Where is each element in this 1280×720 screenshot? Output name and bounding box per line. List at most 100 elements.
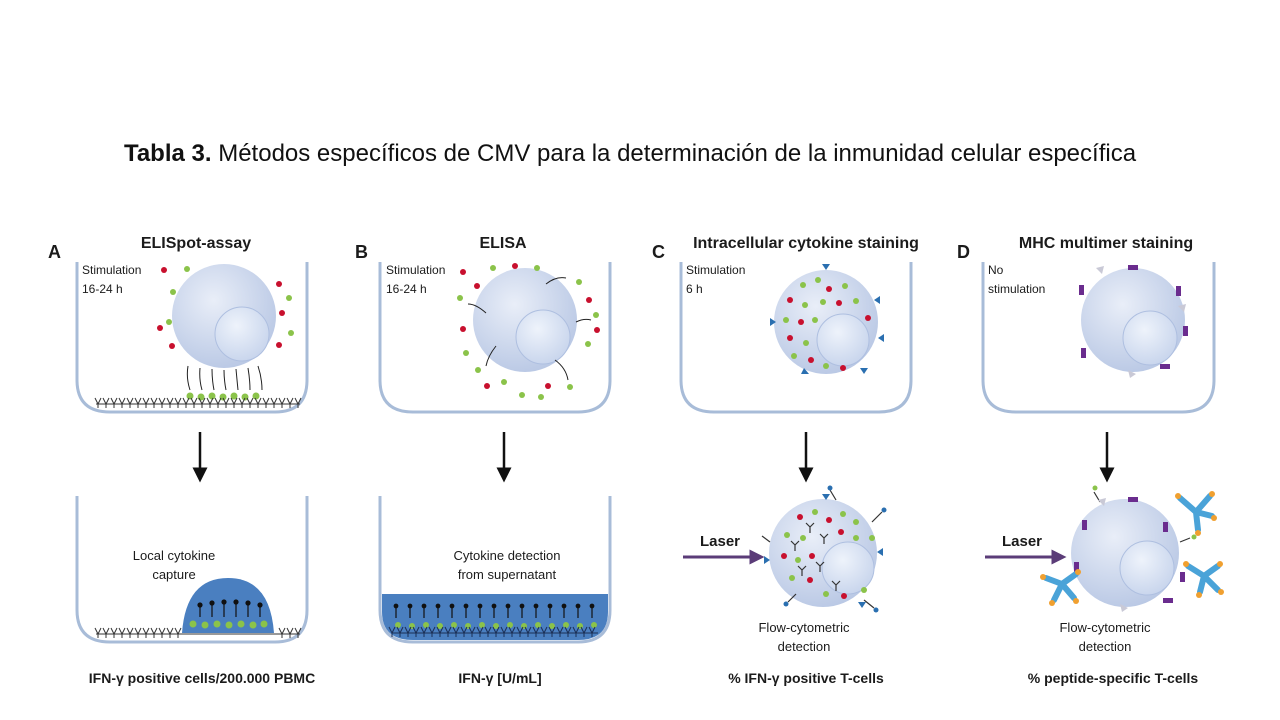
panel-a-bottom-line2: capture: [152, 567, 195, 582]
capture-antibody-b-bottom: [564, 626, 572, 637]
capture-antibody-a-top: [182, 397, 190, 408]
capture-antibody-b-bottom: [556, 626, 564, 637]
panel-c-surface-antibodies: [761, 485, 887, 613]
capture-antibody-a-bottom: [126, 627, 134, 638]
panel-b-heading: ELISA: [479, 235, 527, 252]
panel-b-nucleus: [515, 309, 571, 365]
capture-antibody-a-top: [270, 397, 278, 408]
panel-a-bottom-line1: Local cytokine: [133, 548, 215, 563]
capture-antibody-b-bottom: [540, 626, 548, 637]
panel-b-top-well: [378, 262, 612, 414]
capture-antibody-a-bottom: [286, 627, 294, 638]
panel-a: A ELISpot-assay Stimulation 16-24 h: [48, 235, 315, 686]
panel-c-stained-markers: [764, 494, 883, 608]
capture-antibody-a-top: [174, 397, 182, 408]
panel-a-cytokine-dots: [157, 266, 294, 349]
capture-antibody-b-bottom: [508, 626, 516, 637]
panel-d-stained-grey-markers: [1098, 498, 1128, 612]
panel-a-dome-dots: [189, 620, 268, 629]
capture-antibody-a-top: [118, 397, 126, 408]
panel-d-letter: D: [957, 242, 970, 262]
panel-b-bottom-line1: Cytokine detection: [454, 548, 561, 563]
panel-c-stim-line2: 6 h: [686, 282, 703, 296]
panel-a-result: IFN-γ positive cells/200.000 PBMC: [89, 670, 315, 686]
capture-antibody-a-top: [198, 397, 206, 408]
panel-d-bottom-line2: detection: [1079, 639, 1132, 654]
panel-a-stim-line1: Stimulation: [82, 263, 141, 277]
panel-d-bottom-line1: Flow-cytometric: [1059, 620, 1151, 635]
capture-antibody-b-bottom: [580, 626, 588, 637]
panel-b-stim-line2: 16-24 h: [386, 282, 427, 296]
capture-antibody-a-bottom: [174, 627, 182, 638]
capture-antibody-b-bottom: [492, 626, 500, 637]
panel-c-laser: Laser: [700, 533, 740, 550]
panel-c-heading: Intracellular cytokine staining: [693, 235, 919, 252]
capture-antibody-b-bottom: [572, 626, 580, 637]
panel-a-top-well: [75, 262, 309, 414]
panel-c-stim-line1: Stimulation: [686, 263, 745, 277]
capture-antibody-b-bottom: [444, 626, 452, 637]
multimer-left: [1043, 571, 1079, 603]
capture-antibody-a-bottom: [118, 627, 126, 638]
capture-antibody-a-top: [158, 397, 166, 408]
capture-antibody-a-bottom: [142, 627, 150, 638]
panel-d-grey-markers: [1096, 266, 1186, 378]
panel-b-letter: B: [355, 242, 368, 262]
panel-a-cytokine-dome: [182, 578, 274, 633]
capture-antibody-a-top: [126, 397, 134, 408]
capture-antibody-a-top: [206, 397, 214, 408]
panel-c-top-well: [679, 262, 913, 414]
panel-c-intracellular-antibodies: [790, 522, 841, 591]
capture-antibody-a-top: [286, 397, 294, 408]
capture-antibody-b-bottom: [548, 626, 556, 637]
panel-a-secretion-arrows: [186, 365, 263, 391]
panel-d-nucleus: [1122, 310, 1178, 366]
panel-d-stained-tcr-markers: [1074, 497, 1185, 603]
panel-a-dome-antibodies: [197, 599, 263, 617]
panel-c: C Intracellular cytokine staining Stimul…: [652, 235, 919, 686]
capture-antibody-b-bottom: [412, 626, 420, 637]
capture-antibody-b-bottom: [532, 626, 540, 637]
capture-antibody-a-top: [238, 397, 246, 408]
capture-antibody-a-bottom: [110, 627, 118, 638]
capture-antibody-b-bottom: [452, 626, 460, 637]
panel-d: D MHC multimer staining No stimulation L…: [957, 235, 1224, 686]
capture-antibody-a-top: [166, 397, 174, 408]
panel-a-captured-dots: [186, 392, 260, 401]
capture-antibody-a-top: [150, 397, 158, 408]
capture-antibody-a-top: [222, 397, 230, 408]
panel-c-stained-dots: [781, 509, 875, 599]
panel-c-nucleus: [816, 313, 870, 367]
capture-antibody-a-top: [254, 397, 262, 408]
capture-antibody-b-bottom: [516, 626, 524, 637]
panel-c-intracellular-dots: [783, 277, 871, 371]
panel-d-mhc-multimers: [1040, 491, 1224, 606]
capture-antibody-b-bottom: [468, 626, 476, 637]
panel-c-letter: C: [652, 242, 665, 262]
panel-d-stim-line1: No: [988, 263, 1004, 277]
capture-antibody-a-top: [262, 397, 270, 408]
panel-b-bottom-line2: from supernatant: [458, 567, 557, 582]
capture-antibody-a-top: [94, 397, 102, 408]
panel-a-nucleus: [214, 306, 270, 362]
capture-antibody-b-bottom: [500, 626, 508, 637]
capture-antibody-b-bottom: [484, 626, 492, 637]
panel-d-stim-line2: stimulation: [988, 282, 1045, 296]
multimer-top-right: [1177, 493, 1215, 533]
slide-title: Tabla 3. Métodos específicos de CMV para…: [0, 140, 1260, 168]
capture-antibody-a-bottom: [294, 627, 302, 638]
capture-antibody-b-bottom: [388, 626, 396, 637]
capture-antibody-a-top: [134, 397, 142, 408]
panel-c-bottom-line1: Flow-cytometric: [758, 620, 850, 635]
capture-antibody-b-bottom: [420, 626, 428, 637]
capture-antibody-a-top: [278, 397, 286, 408]
panel-c-bottom-line2: detection: [778, 639, 831, 654]
title-text: Métodos específicos de CMV para la deter…: [211, 140, 1137, 167]
capture-antibody-a-bottom: [94, 627, 102, 638]
capture-antibody-b-bottom: [396, 626, 404, 637]
panel-d-stained-nucleus: [1119, 540, 1175, 596]
panel-d-laser: Laser: [1002, 533, 1042, 550]
capture-antibody-a-top: [214, 397, 222, 408]
panel-b-cytokine-dots: [457, 263, 600, 400]
